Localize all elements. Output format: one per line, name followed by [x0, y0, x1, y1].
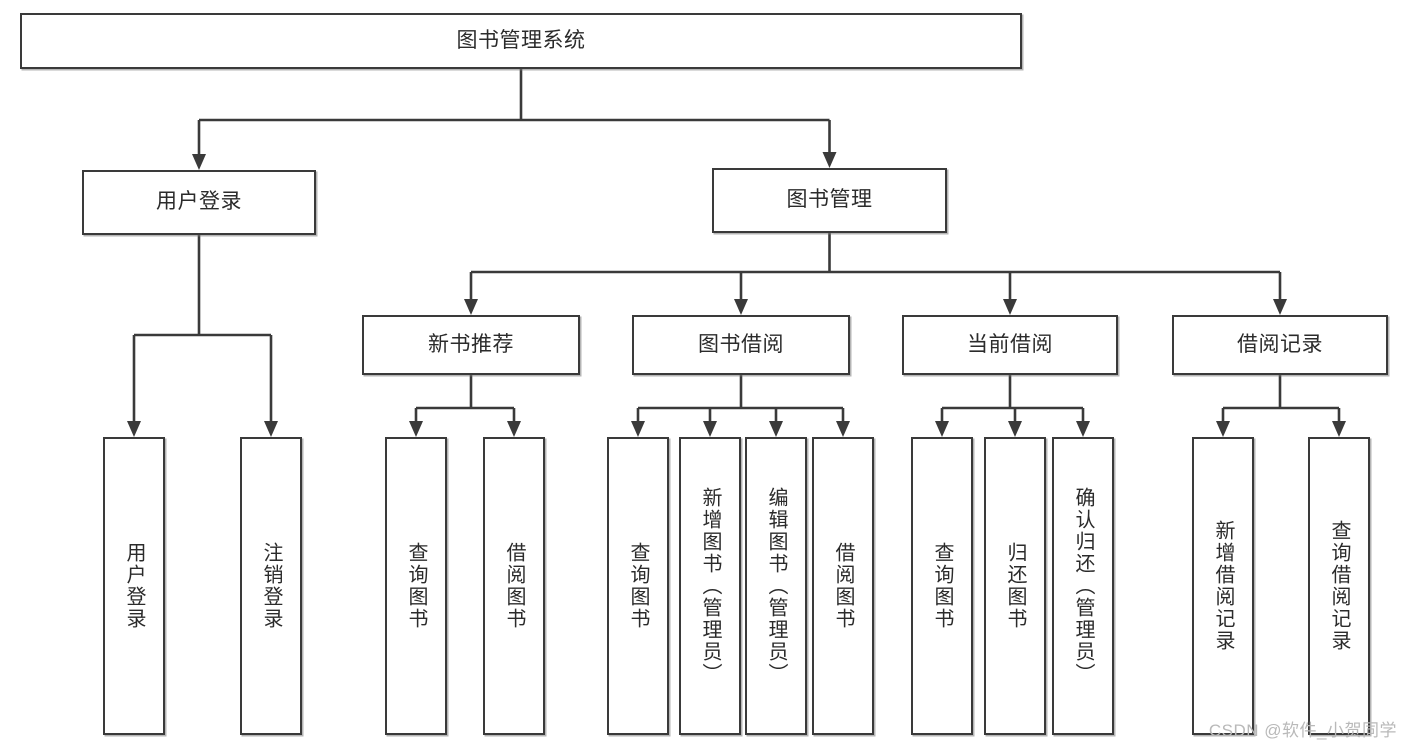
node-label: 归还图书	[1004, 542, 1026, 630]
node-leaf-3[interactable]: 查询图书	[385, 437, 447, 735]
node-label: 用户登录	[156, 190, 242, 214]
node-newbook[interactable]: 新书推荐	[362, 315, 580, 375]
arrowhead-icon	[822, 152, 837, 168]
arrowhead-icon	[703, 421, 717, 437]
node-label: 查询图书	[405, 542, 427, 630]
node-current[interactable]: 当前借阅	[902, 315, 1118, 375]
watermark: CSDN @软件_小贺同学	[1208, 721, 1397, 740]
node-leaf-6[interactable]: 新增图书（管理员）	[679, 437, 741, 735]
node-leaf-8[interactable]: 借阅图书	[812, 437, 874, 735]
arrowhead-icon	[1273, 299, 1287, 315]
arrowhead-icon	[1003, 299, 1017, 315]
node-label: 当前借阅	[967, 332, 1053, 356]
node-label: 查询图书	[931, 542, 953, 630]
node-label: 图书借阅	[698, 332, 784, 356]
node-label: 用户登录	[123, 542, 145, 630]
node-leaf-5[interactable]: 查询图书	[607, 437, 669, 735]
node-leaf-10[interactable]: 归还图书	[984, 437, 1046, 735]
node-login[interactable]: 用户登录	[82, 170, 316, 235]
node-leaf-7[interactable]: 编辑图书（管理员）	[745, 437, 807, 735]
node-label: 查询图书	[627, 542, 649, 630]
arrowhead-icon	[1076, 421, 1090, 437]
node-label: 编辑图书（管理员）	[765, 487, 787, 685]
arrowhead-icon	[192, 154, 206, 170]
node-label: 确认归还（管理员）	[1072, 487, 1094, 685]
node-leaf-12[interactable]: 新增借阅记录	[1192, 437, 1254, 735]
node-leaf-13[interactable]: 查询借阅记录	[1308, 437, 1370, 735]
arrowhead-icon	[264, 421, 278, 437]
arrowhead-icon	[409, 421, 423, 437]
arrowhead-icon	[769, 421, 783, 437]
arrowhead-icon	[631, 421, 645, 437]
arrowhead-icon	[127, 421, 141, 437]
node-leaf-11[interactable]: 确认归还（管理员）	[1052, 437, 1114, 735]
node-leaf-4[interactable]: 借阅图书	[483, 437, 545, 735]
arrowhead-icon	[1332, 421, 1346, 437]
arrowhead-icon	[507, 421, 521, 437]
arrowhead-icon	[1008, 421, 1022, 437]
arrowhead-icon	[935, 421, 949, 437]
node-label: 借阅图书	[503, 542, 525, 630]
node-label: 图书管理	[786, 188, 873, 212]
arrowhead-icon	[464, 299, 478, 315]
node-leaf-1[interactable]: 用户登录	[103, 437, 165, 735]
node-records[interactable]: 借阅记录	[1172, 315, 1388, 375]
arrowhead-icon	[836, 421, 850, 437]
node-leaf-9[interactable]: 查询图书	[911, 437, 973, 735]
arrowhead-icon	[734, 299, 748, 315]
node-label: 新增借阅记录	[1212, 520, 1234, 652]
arrowhead-icon	[1216, 421, 1230, 437]
node-label: 查询借阅记录	[1328, 520, 1350, 652]
node-root[interactable]: 图书管理系统	[20, 13, 1022, 69]
node-leaf-2[interactable]: 注销登录	[240, 437, 302, 735]
node-bookmgmt[interactable]: 图书管理	[712, 168, 947, 233]
node-label: 借阅图书	[832, 542, 854, 630]
node-label: 注销登录	[260, 542, 282, 630]
node-label: 新书推荐	[428, 332, 514, 356]
node-label: 图书管理系统	[456, 28, 586, 52]
node-label: 新增图书（管理员）	[699, 487, 721, 685]
node-borrow[interactable]: 图书借阅	[632, 315, 850, 375]
node-label: 借阅记录	[1237, 332, 1323, 356]
